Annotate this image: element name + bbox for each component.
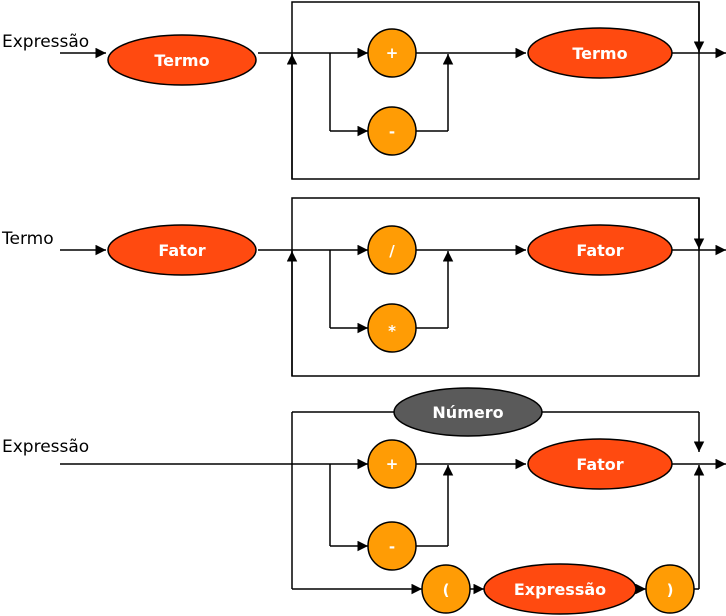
termo-row-label: Termo (1, 229, 54, 249)
expressao-diagram (60, 1, 726, 180)
termo-diagram (60, 197, 726, 377)
fator-plus-circle (367, 439, 417, 489)
termo-mul-node: * (367, 303, 417, 353)
expressao-termo-label: Termo (154, 51, 209, 70)
termo-fator-node: Fator (107, 224, 257, 276)
fator-row-label: Expressão (2, 437, 89, 457)
fator-close-paren-node: ) (645, 564, 695, 614)
termo-mul-circle (367, 303, 417, 353)
termo-fator-end-node: Fator (527, 224, 673, 276)
termo-div-circle (367, 225, 417, 275)
expressao-termo-end-label: Termo (572, 44, 627, 63)
fator-plus-node: + (367, 439, 417, 489)
termo-div-label: / (389, 242, 395, 260)
expressao-termo-end-ellipse (527, 27, 673, 79)
fator-fator-ellipse (527, 438, 673, 490)
expressao-termo-node: Termo (107, 34, 257, 86)
expressao-minus-circle (367, 106, 417, 156)
fator-expressao-label: Expressão (514, 580, 606, 599)
expressao-termo-ellipse (107, 34, 257, 86)
fator-open-paren-circle (421, 564, 471, 614)
termo-mul-label: * (388, 322, 396, 340)
termo-div-node: / (367, 225, 417, 275)
expressao-minus-label: - (389, 123, 395, 141)
expressao-plus-circle (367, 28, 417, 78)
fator-expressao-node: Expressão (483, 563, 637, 615)
termo-fator-ellipse (107, 224, 257, 276)
fator-numero-ellipse (393, 387, 543, 437)
fator-minus-label: - (389, 538, 395, 556)
termo-fator-label: Fator (158, 241, 205, 260)
expressao-loop-box (291, 1, 700, 180)
expressao-plus-node: + (367, 28, 417, 78)
fator-open-paren-label: ( (443, 581, 450, 599)
expressao-minus-node: - (367, 106, 417, 156)
expressao-row-label: Expressão (2, 32, 89, 52)
fator-numero-label: Número (432, 403, 503, 422)
fator-numero-node: Número (393, 387, 543, 437)
expressao-termo-end-node: Termo (527, 27, 673, 79)
fator-diagram (60, 411, 726, 595)
fator-plus-label: + (386, 455, 399, 473)
termo-loop-box (291, 197, 700, 377)
fator-fator-node: Fator (527, 438, 673, 490)
fator-expressao-ellipse (483, 563, 637, 615)
fator-minus-circle (367, 521, 417, 571)
fator-close-paren-label: ) (667, 581, 674, 599)
termo-fator-end-ellipse (527, 224, 673, 276)
fator-minus-node: - (367, 521, 417, 571)
termo-fator-end-label: Fator (576, 241, 623, 260)
expressao-plus-label: + (386, 44, 399, 62)
fator-open-paren-node: ( (421, 564, 471, 614)
fator-close-paren-circle (645, 564, 695, 614)
fator-fator-label: Fator (576, 455, 623, 474)
